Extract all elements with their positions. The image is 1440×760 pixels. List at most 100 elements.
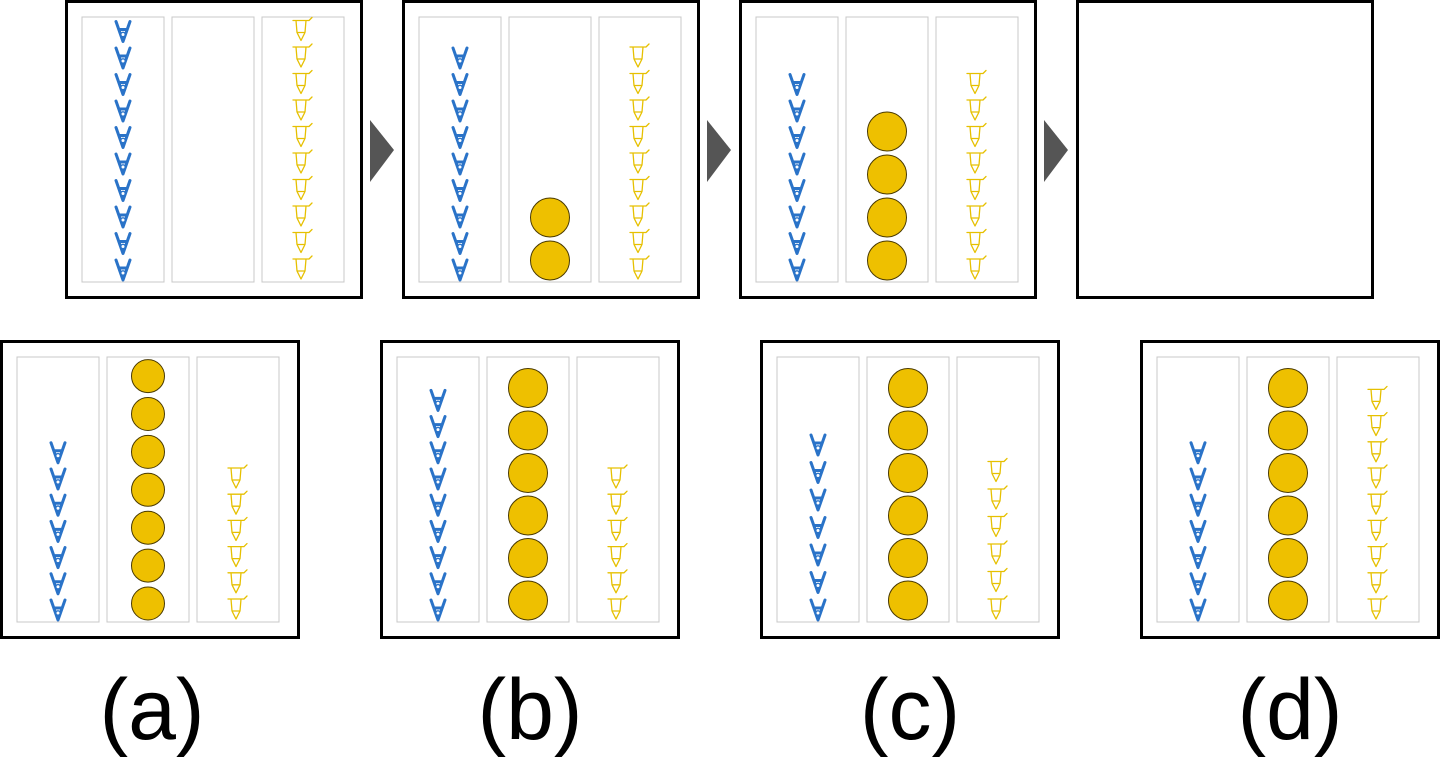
blue-clip-icon xyxy=(809,598,827,622)
yellow-pin-icon xyxy=(1367,569,1388,594)
blue-clip-icon xyxy=(429,415,447,439)
left-column xyxy=(755,16,839,283)
middle-column xyxy=(866,356,950,623)
yellow-pin-icon xyxy=(227,490,248,515)
yellow-pin-icon xyxy=(966,149,987,174)
coin-icon xyxy=(530,197,570,238)
yellow-pin-icon xyxy=(292,69,313,95)
left-column xyxy=(418,16,502,283)
next-arrow-icon xyxy=(370,120,394,182)
blue-clip-icon xyxy=(451,152,469,176)
blue-clip-icon xyxy=(788,258,806,282)
blue-clip-icon xyxy=(114,126,132,149)
middle-column xyxy=(106,356,190,623)
right-column xyxy=(935,16,1019,283)
yellow-pin-icon xyxy=(966,255,987,280)
answer-option-b[interactable] xyxy=(380,340,680,639)
coin-icon xyxy=(131,397,165,431)
answer-option-c[interactable] xyxy=(760,340,1060,639)
middle-column xyxy=(508,16,592,283)
blue-clip-icon xyxy=(114,179,132,202)
next-arrow-icon xyxy=(707,120,731,182)
blue-clip-icon xyxy=(1189,467,1207,491)
yellow-pin-icon xyxy=(607,490,628,515)
yellow-pin-icon xyxy=(629,202,650,227)
option-label-c: (c) xyxy=(859,662,961,758)
sequence-panel-4 xyxy=(1076,0,1374,299)
blue-clip-icon xyxy=(429,546,447,570)
answer-option-d[interactable] xyxy=(1140,340,1440,639)
blue-clip-icon xyxy=(788,205,806,229)
left-column xyxy=(1156,356,1240,623)
right-column xyxy=(956,356,1040,623)
blue-clip-icon xyxy=(451,205,469,229)
blue-clip-icon xyxy=(114,258,132,282)
yellow-pin-icon xyxy=(292,202,313,227)
coin-icon xyxy=(508,368,548,408)
sequence-panel-2 xyxy=(402,0,700,299)
blue-clip-icon xyxy=(1189,519,1207,543)
yellow-pin-icon xyxy=(966,122,987,148)
yellow-pin-icon xyxy=(607,516,628,542)
coin-icon xyxy=(131,472,165,507)
coin-icon xyxy=(1268,580,1308,621)
blue-clip-icon xyxy=(451,73,469,96)
panel-frame xyxy=(1076,0,1374,299)
next-arrow-icon xyxy=(1044,120,1068,182)
yellow-pin-icon xyxy=(966,228,987,254)
yellow-pin-icon xyxy=(292,228,313,254)
blue-clip-icon xyxy=(809,433,827,457)
coin-icon xyxy=(888,538,928,578)
blue-clip-icon xyxy=(114,232,132,255)
yellow-pin-icon xyxy=(292,96,313,121)
blue-clip-icon xyxy=(49,598,67,622)
blue-clip-icon xyxy=(788,99,806,123)
yellow-pin-icon xyxy=(987,595,1008,620)
blue-clip-icon xyxy=(451,179,469,202)
yellow-pin-icon xyxy=(607,569,628,594)
blue-clip-icon xyxy=(788,232,806,255)
blue-clip-icon xyxy=(429,598,447,622)
blue-clip-icon xyxy=(809,516,827,539)
left-column xyxy=(396,356,480,623)
yellow-pin-icon xyxy=(227,516,248,542)
option-label-a: (a) xyxy=(99,662,205,758)
sequence-panel-3 xyxy=(739,0,1037,299)
yellow-pin-icon xyxy=(1367,411,1388,437)
yellow-pin-icon xyxy=(987,485,1008,510)
right-column xyxy=(576,356,660,623)
yellow-pin-icon xyxy=(292,16,313,42)
yellow-pin-icon xyxy=(629,255,650,280)
coin-icon xyxy=(1268,538,1308,578)
yellow-pin-icon xyxy=(1367,542,1388,568)
left-column xyxy=(81,16,165,283)
blue-clip-icon xyxy=(429,519,447,543)
yellow-pin-icon xyxy=(1367,595,1388,620)
coin-icon xyxy=(508,410,548,451)
answer-option-a[interactable] xyxy=(0,340,300,639)
yellow-pin-icon xyxy=(227,595,248,620)
yellow-pin-icon xyxy=(292,122,313,148)
blue-clip-icon xyxy=(49,546,67,570)
coin-icon xyxy=(1268,453,1308,493)
right-column xyxy=(261,16,345,283)
sequence-panel-1 xyxy=(65,0,363,299)
coin-icon xyxy=(1268,368,1308,408)
coin-icon xyxy=(1268,410,1308,451)
yellow-pin-icon xyxy=(1367,490,1388,515)
blue-clip-icon xyxy=(49,519,67,543)
right-column xyxy=(196,356,280,623)
yellow-pin-icon xyxy=(607,542,628,568)
coin-icon xyxy=(508,453,548,493)
blue-clip-icon xyxy=(809,488,827,512)
coin-icon xyxy=(131,510,165,545)
yellow-pin-icon xyxy=(227,464,248,489)
yellow-pin-icon xyxy=(292,149,313,174)
coin-icon xyxy=(867,240,907,281)
yellow-pin-icon xyxy=(987,457,1008,483)
blue-clip-icon xyxy=(451,99,469,123)
yellow-pin-icon xyxy=(1367,438,1388,463)
blue-clip-icon xyxy=(809,543,827,567)
blue-clip-icon xyxy=(429,493,447,517)
